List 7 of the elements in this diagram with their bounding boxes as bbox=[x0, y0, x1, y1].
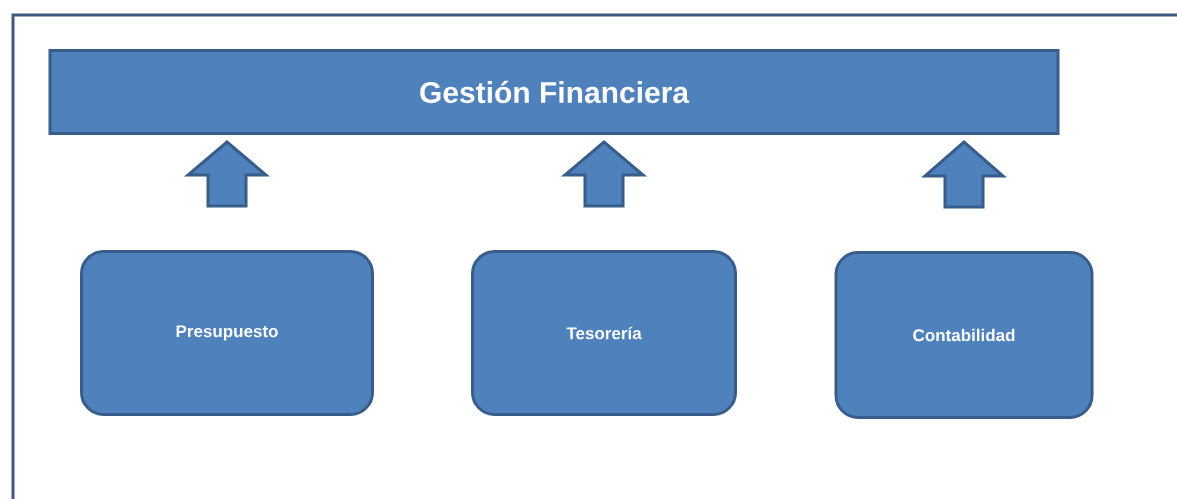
block-arrow bbox=[560, 140, 648, 208]
process-box: Contabilidad bbox=[834, 251, 1094, 419]
title-bar: Gestión Financiera bbox=[48, 49, 1060, 135]
process-box: Presupuesto bbox=[80, 250, 374, 416]
process-box: Tesorería bbox=[471, 250, 737, 416]
block-arrow bbox=[183, 140, 271, 208]
block-arrow bbox=[921, 140, 1007, 209]
